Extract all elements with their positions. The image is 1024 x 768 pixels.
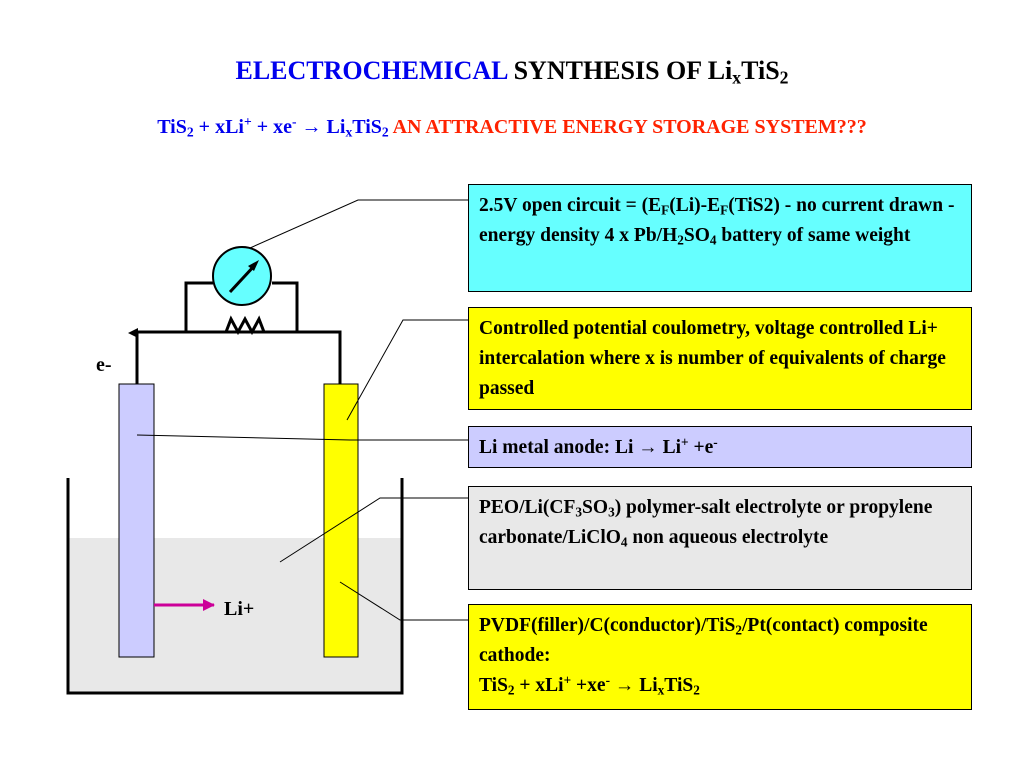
meter-wire (184, 281, 299, 332)
leader-line-electrolyte (279, 497, 468, 563)
slide-subtitle: TiS2 + xLi+ + xe- → LixTiS2 AN ATTRACTIV… (0, 114, 1024, 140)
reaction-equation: TiS2 + xLi+ + xe- → LixTiS2 (157, 114, 389, 140)
title-electrochemical: ELECTROCHEMICAL (235, 56, 508, 85)
leader-line-meter (249, 199, 468, 249)
beaker (66, 478, 404, 695)
leader-line-cathode (339, 581, 468, 621)
resistor-icon (220, 315, 270, 336)
coulometry-info-box: Controlled potential coulometry, voltage… (468, 307, 972, 410)
tis2-cathode (323, 383, 359, 658)
li-metal-anode (118, 383, 155, 658)
electron-label: e- (96, 354, 112, 376)
title-synthesis: SYNTHESIS OF Li (513, 56, 733, 85)
cathode-info-box: PVDF(filler)/C(conductor)/TiS2/Pt(contac… (468, 604, 972, 710)
leader-line-anode (136, 434, 468, 441)
open-circuit-info-box: 2.5V open circuit = (EF(Li)-EF(TiS2) - n… (468, 184, 972, 292)
li-ion-label: Li+ (224, 598, 255, 620)
voltmeter-icon (212, 246, 272, 306)
anode-info-box: Li metal anode: Li → Li+ +e- (468, 426, 972, 468)
energy-storage-question: AN ATTRACTIVE ENERGY STORAGE SYSTEM??? (388, 116, 867, 138)
slide-title: ELECTROCHEMICAL SYNTHESIS OF LixTiS2 (235, 56, 789, 88)
leader-line-coulometry (346, 319, 468, 421)
voltmeter-needle (228, 263, 257, 294)
electrolyte-info-box: PEO/Li(CF3SO3) polymer-salt electrolyte … (468, 486, 972, 590)
circuit-wire (135, 330, 342, 384)
